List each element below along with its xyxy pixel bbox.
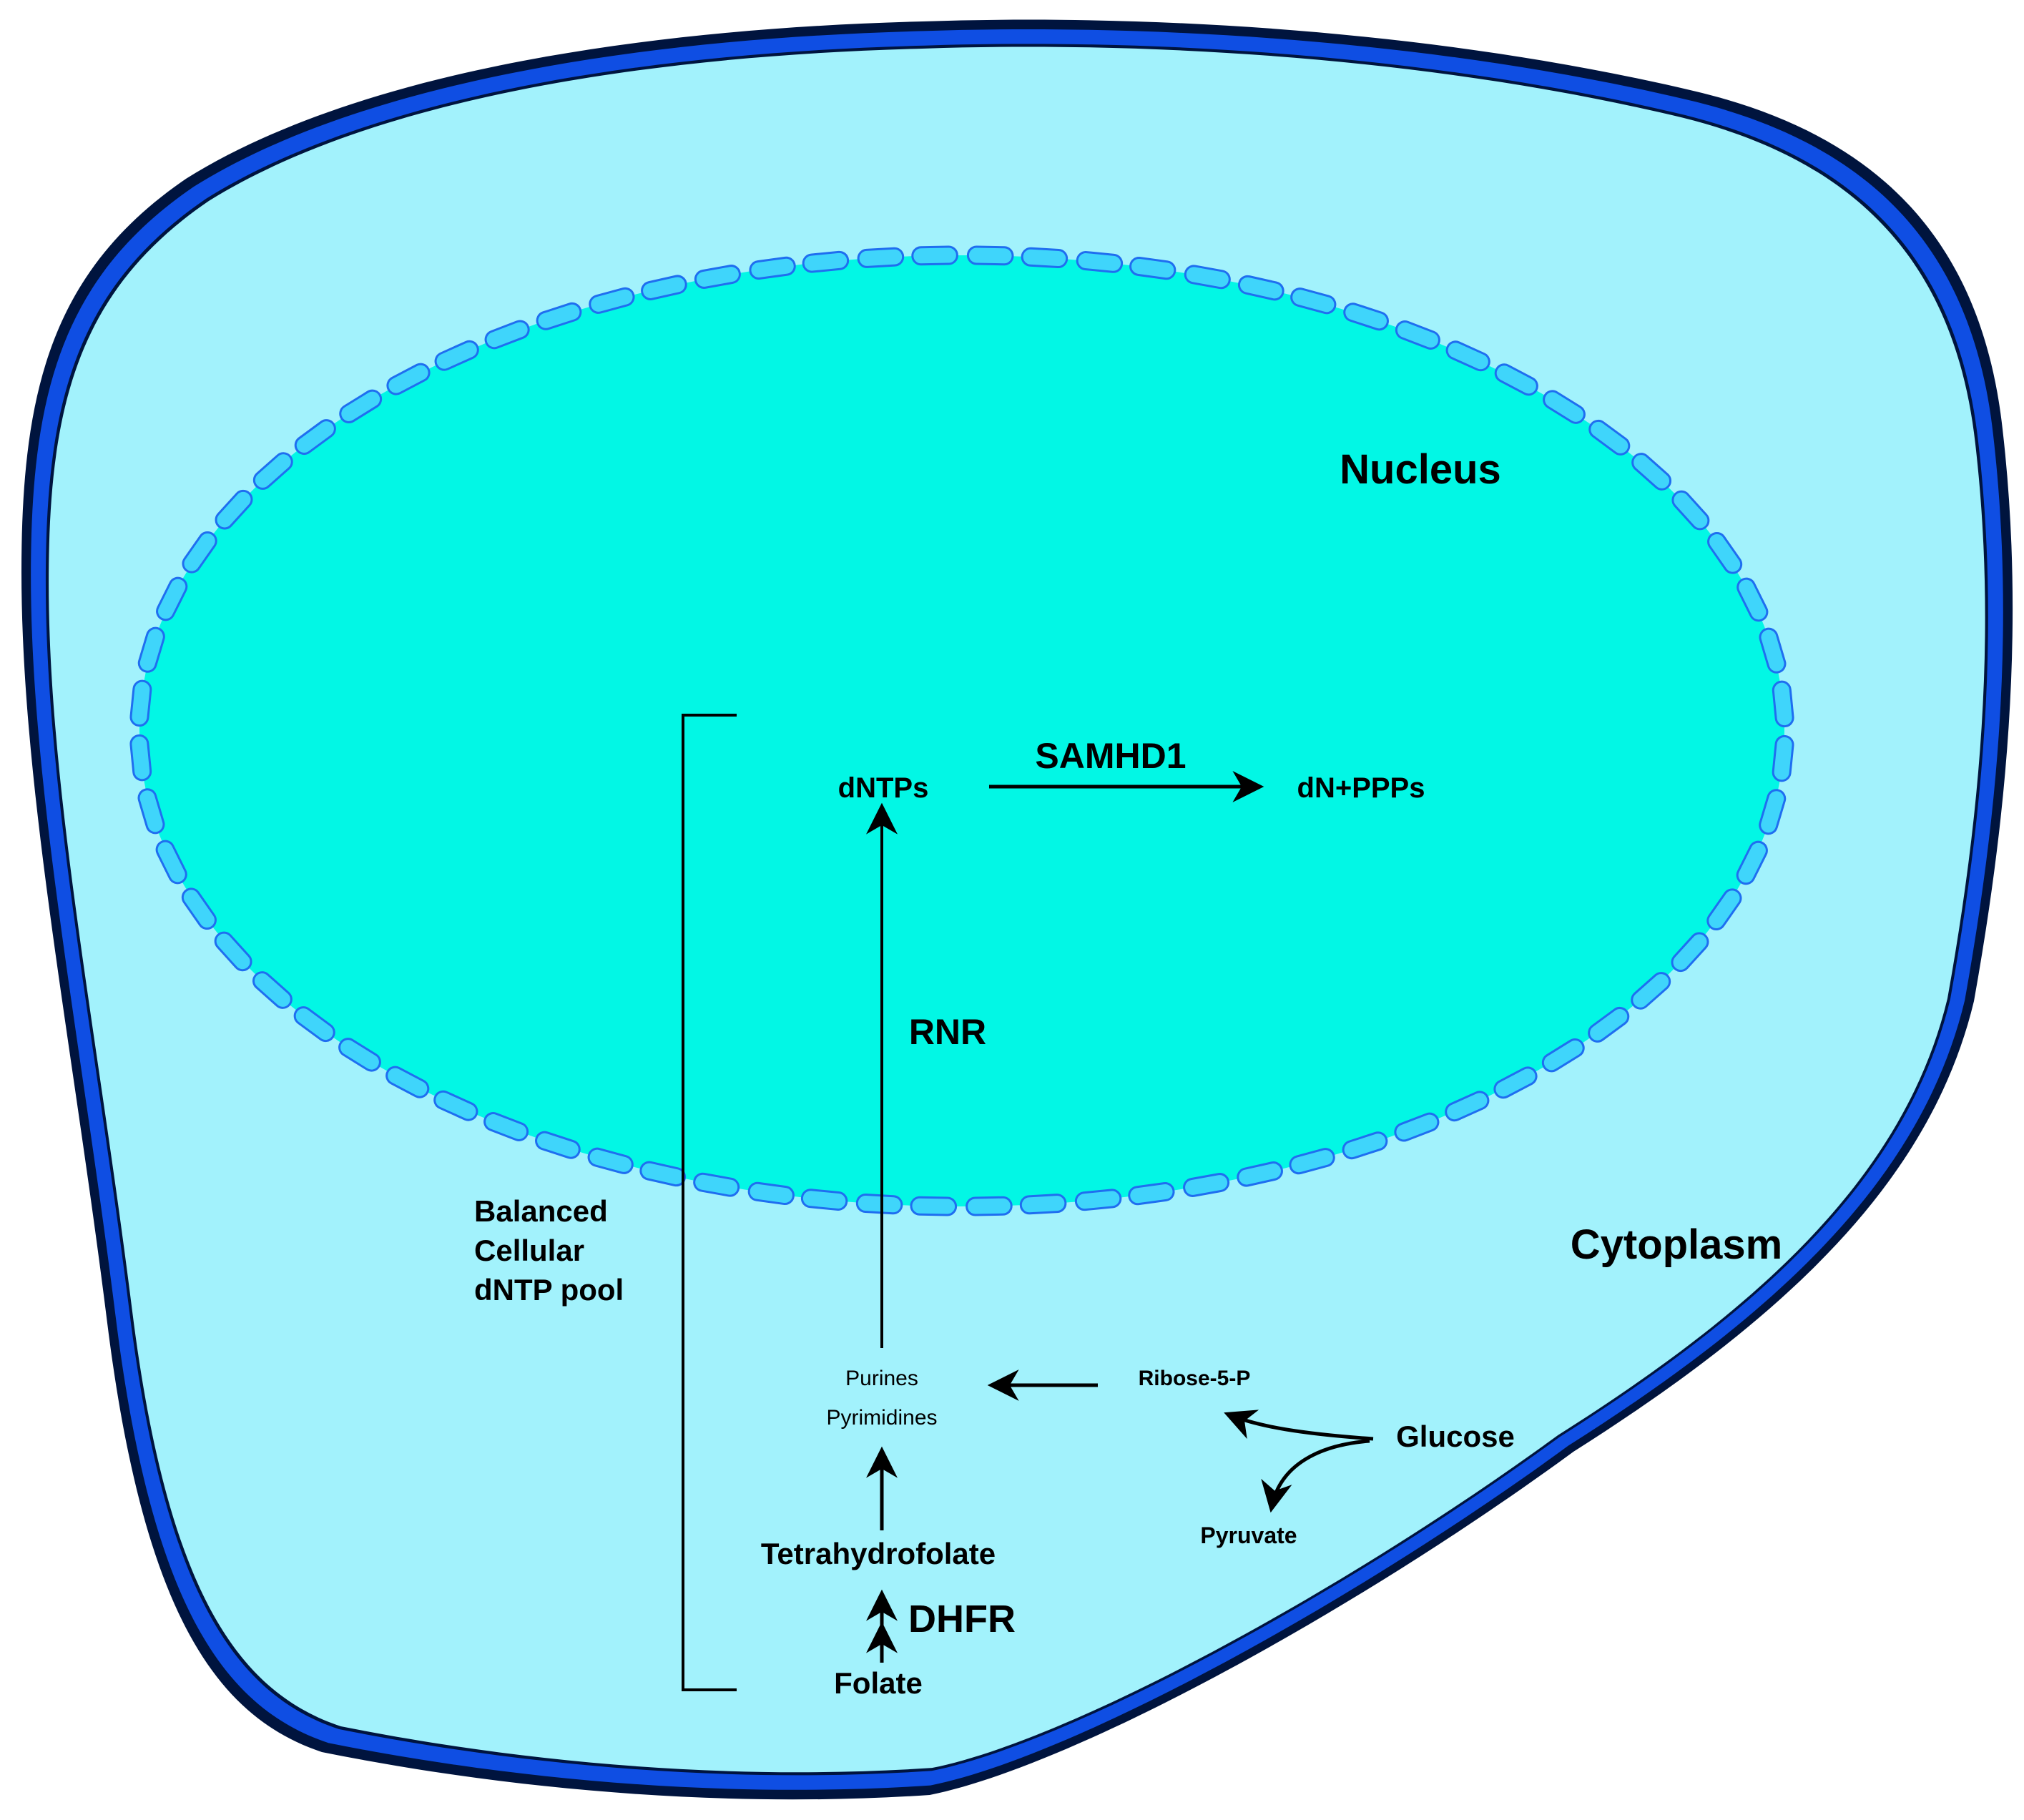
- envelope-segment: [1631, 453, 1672, 491]
- envelope-segment: [1445, 1091, 1490, 1122]
- envelope-segment: [855, 1193, 903, 1215]
- envelope-segment: [1772, 734, 1794, 782]
- envelope-segment: [156, 576, 188, 621]
- envelope-segment: [252, 971, 293, 1009]
- envelope-segment: [182, 531, 217, 574]
- pyrimidines-label: Pyrimidines: [826, 1406, 937, 1430]
- envelope-segment: [800, 1189, 848, 1211]
- envelope-segment: [536, 302, 582, 330]
- envelope-segment: [1342, 1131, 1388, 1160]
- envelope-segment: [1706, 888, 1742, 931]
- envelope-segment: [129, 679, 152, 727]
- envelope-segment: [252, 452, 293, 490]
- envelope-segment: [1759, 627, 1787, 674]
- envelope-segment: [1631, 972, 1671, 1010]
- envelope-segment: [1074, 1189, 1122, 1211]
- envelope-segment: [1541, 1038, 1585, 1073]
- glucose-to-pyruvate-arrow: [1261, 1439, 1370, 1513]
- envelope-segment: [1394, 1112, 1440, 1142]
- envelope-segment: [966, 245, 1014, 266]
- envelope-segment: [181, 887, 217, 930]
- envelope-segment: [1128, 1181, 1175, 1206]
- pool-label-line1: Balanced: [474, 1194, 608, 1228]
- envelope-segment: [137, 788, 165, 835]
- envelope-segment: [535, 1131, 581, 1159]
- envelope-segment: [1543, 390, 1586, 424]
- envelope-segment: [339, 389, 383, 423]
- envelope-segment: [137, 626, 165, 673]
- envelope-segment: [1671, 932, 1709, 973]
- envelope-segment: [641, 275, 687, 300]
- envelope-segment: [1772, 680, 1794, 728]
- dntps-label: dNTPs: [838, 772, 929, 804]
- nucleus-area: [139, 255, 1784, 1206]
- envelope-segment: [1395, 320, 1440, 350]
- envelope-segment: [1759, 789, 1787, 835]
- envelope-segment: [1019, 1194, 1067, 1215]
- dn-ppps-label: dN+PPPs: [1297, 772, 1425, 804]
- envelope-segment: [214, 931, 252, 972]
- purines-label: Purines: [845, 1367, 918, 1390]
- envelope-segment: [1237, 1161, 1283, 1187]
- envelope-segment: [1290, 287, 1337, 315]
- cytoplasm-label: Cytoplasm: [1571, 1221, 1783, 1268]
- rnr-label: RNR: [909, 1012, 986, 1052]
- envelope-segment: [155, 840, 187, 885]
- envelope-segment: [639, 1161, 687, 1187]
- envelope-segment: [294, 419, 336, 456]
- envelope-segment: [434, 340, 479, 371]
- envelope-segment: [1494, 363, 1538, 396]
- envelope-segment: [385, 1066, 430, 1098]
- pool-bracket: [682, 714, 737, 1691]
- samhd1-label: SAMHD1: [1035, 736, 1186, 776]
- pool-label-line3: dNTP pool: [474, 1273, 624, 1307]
- envelope-segment: [1129, 256, 1176, 280]
- pool-label-line2: Cellular: [474, 1234, 584, 1267]
- envelope-segment: [1588, 419, 1631, 456]
- envelope-segment: [386, 363, 431, 395]
- envelope-segment: [910, 1196, 958, 1216]
- envelope-segment: [1736, 840, 1768, 885]
- envelope-segment: [1493, 1066, 1538, 1099]
- envelope-segment: [1707, 531, 1743, 574]
- envelope-segment: [694, 265, 741, 289]
- nuclear-envelope: [129, 245, 1794, 1216]
- envelope-segment: [749, 256, 796, 280]
- envelope-segment: [747, 1181, 795, 1206]
- envelope-segment: [1736, 577, 1769, 622]
- glucose-to-ribose-arrow: [1224, 1410, 1374, 1441]
- envelope-segment: [1671, 490, 1710, 531]
- envelope-segment: [693, 1172, 740, 1197]
- folate-label: Folate: [834, 1666, 923, 1700]
- envelope-segment: [911, 245, 958, 266]
- envelope-segment: [1588, 1006, 1630, 1043]
- envelope-segment: [484, 320, 530, 350]
- envelope-segment: [433, 1090, 478, 1121]
- envelope-segment: [587, 1147, 634, 1174]
- envelope-segment: [589, 287, 635, 314]
- envelope-segment: [1289, 1148, 1335, 1175]
- nucleus-label: Nucleus: [1340, 446, 1501, 493]
- envelope-segment: [802, 250, 850, 273]
- glucose-label: Glucose: [1396, 1420, 1515, 1453]
- dhfr-label: DHFR: [908, 1598, 1016, 1641]
- pyruvate-label: Pyruvate: [1200, 1523, 1297, 1548]
- envelope-segment: [1237, 275, 1284, 301]
- envelope-segment: [338, 1038, 381, 1072]
- envelope-segment: [1184, 265, 1231, 290]
- envelope-segment: [1445, 340, 1490, 372]
- envelope-segment: [215, 489, 253, 530]
- envelope-segment: [483, 1112, 529, 1141]
- envelope-segment: [1183, 1173, 1230, 1197]
- envelope-segment: [129, 734, 152, 782]
- envelope-segment: [966, 1196, 1013, 1216]
- envelope-segment: [1021, 247, 1069, 269]
- envelope-segment: [1343, 302, 1389, 331]
- envelope-segment: [293, 1006, 335, 1043]
- envelope-segment: [857, 247, 905, 268]
- envelope-segment: [1076, 251, 1124, 273]
- tetrahydrofolate-label: Tetrahydrofolate: [761, 1537, 996, 1570]
- ribose-label: Ribose-5-P: [1139, 1367, 1251, 1390]
